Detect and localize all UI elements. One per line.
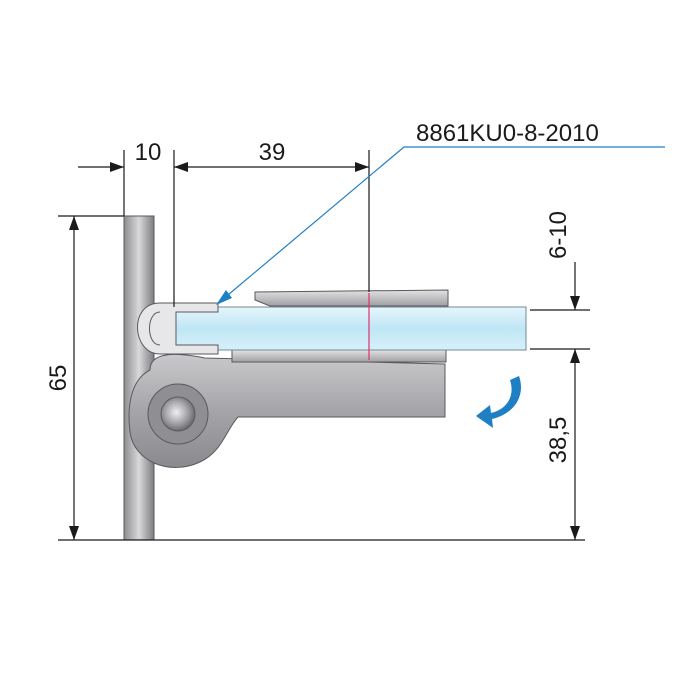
curved-arrow-icon [476,376,521,428]
dimension-label-39: 39 [259,139,286,166]
leader-arrowhead [216,290,232,305]
clamp-top-plate [254,289,449,307]
glass-panel [173,306,527,351]
dimension-label-38-5: 38,5 [545,417,572,464]
dimension-label-glass-thickness: 6-10 [545,211,572,259]
glass-gasket [137,302,219,355]
hinge-body [123,215,527,541]
hinge-arm [128,353,446,468]
pivot-pin-cap [160,396,196,432]
part-number-leader [221,146,665,301]
dimension-label-65: 65 [45,365,72,392]
clamp-bottom-plate [231,349,447,363]
part-number-label: 8861KU0-8-2010 [416,120,599,147]
gasket-inner-curve [149,311,161,346]
dimension-lines [58,150,590,541]
dimension-label-10: 10 [135,139,162,166]
